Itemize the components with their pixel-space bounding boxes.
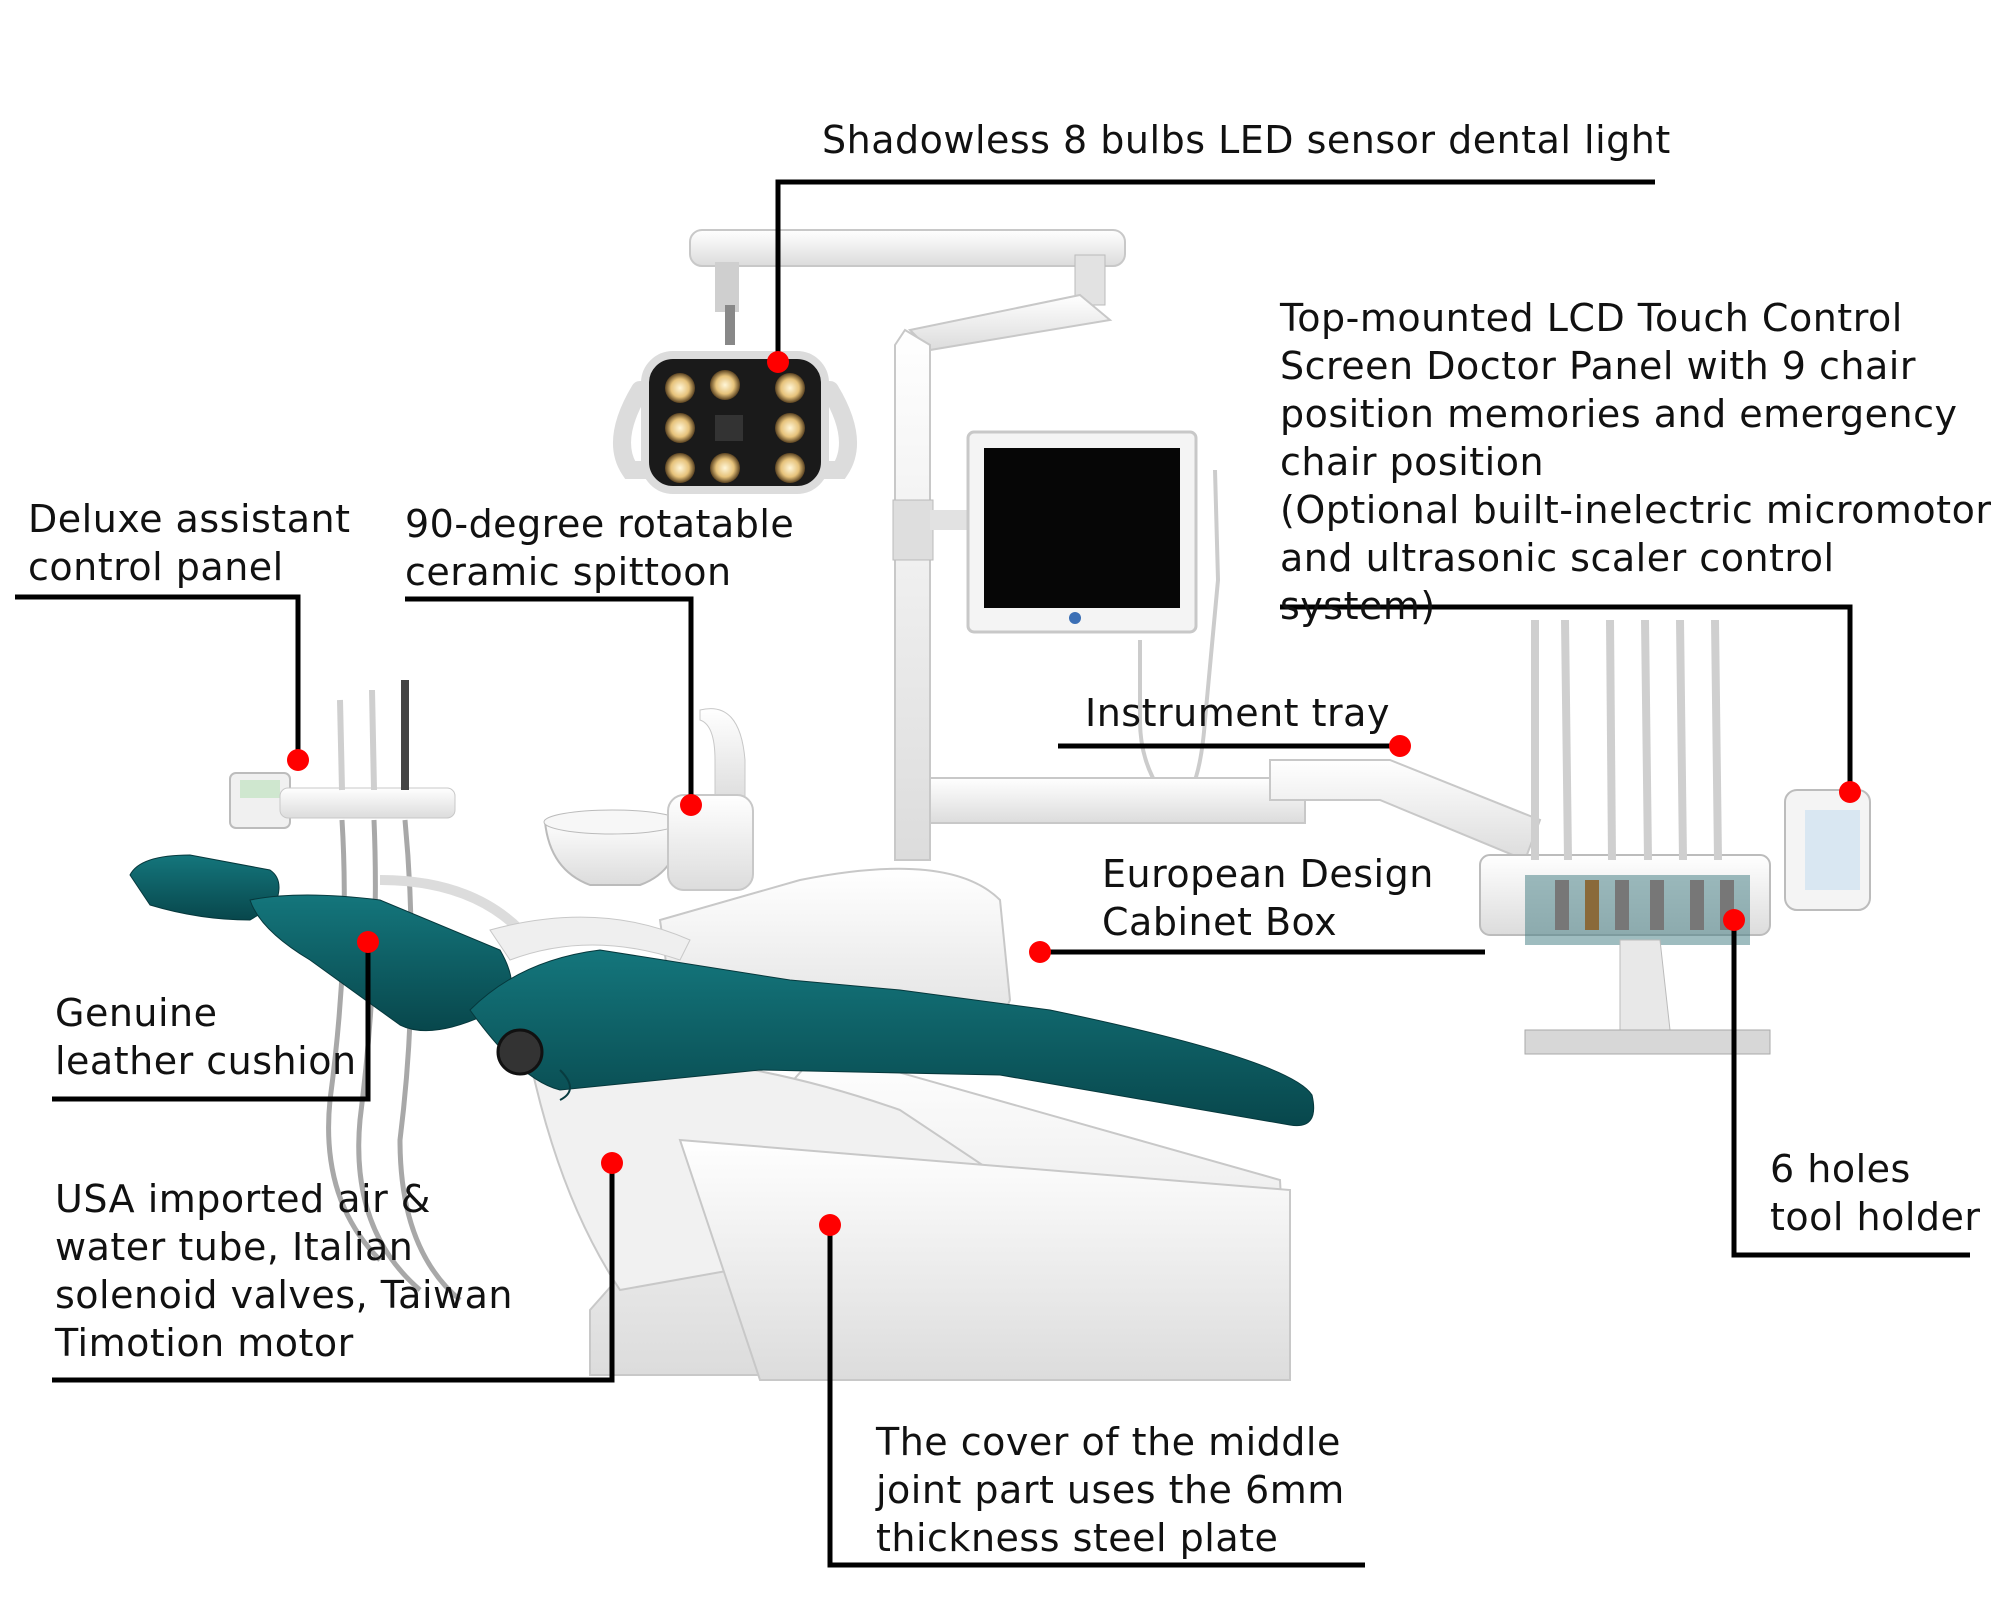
leather-cushion [129, 854, 1315, 1127]
assistant-panel [229, 680, 524, 1302]
doctor-unit [1479, 619, 1871, 1055]
label-instrument-tray: Instrument tray [1085, 691, 1390, 735]
callout-lines [15, 179, 1970, 1568]
callout-line-tool-holder [1731, 920, 1970, 1258]
callout-line-cushion [52, 942, 371, 1102]
callout-line-steel [827, 1225, 1365, 1568]
label-assistant-panel: Deluxe assistant control panel [28, 497, 351, 589]
label-doctor-panel: Top-mounted LCD Touch Control Screen Doc… [1280, 296, 1992, 628]
label-tool-holder: 6 holes tool holder [1770, 1147, 1981, 1239]
callout-line-spittoon [405, 596, 694, 805]
instrument-tray-arm [929, 759, 1542, 862]
monitor-icon [930, 430, 1221, 810]
callout-line-assistant [15, 594, 301, 760]
label-steel-plate: The cover of the middle joint part uses … [876, 1420, 1345, 1560]
dental-light-icon [613, 351, 857, 494]
spittoon-icon [543, 708, 754, 891]
handpiece-icon [1555, 880, 1569, 930]
label-dental-light: Shadowless 8 bulbs LED sensor dental lig… [822, 118, 1671, 162]
label-cabinet-box: European Design Cabinet Box [1102, 852, 1434, 944]
label-tubes-valves-motor: USA imported air & water tube, Italian s… [55, 1177, 513, 1365]
callout-line-tubes [52, 1163, 615, 1383]
label-leather-cushion: Genuine leather cushion [55, 991, 357, 1083]
callout-dots [287, 351, 1861, 1236]
callout-line-doctor-panel [1280, 604, 1853, 792]
callout-line-light [775, 179, 1655, 362]
label-spittoon: 90-degree rotatable ceramic spittoon [405, 502, 795, 594]
light-arm [689, 229, 1126, 861]
